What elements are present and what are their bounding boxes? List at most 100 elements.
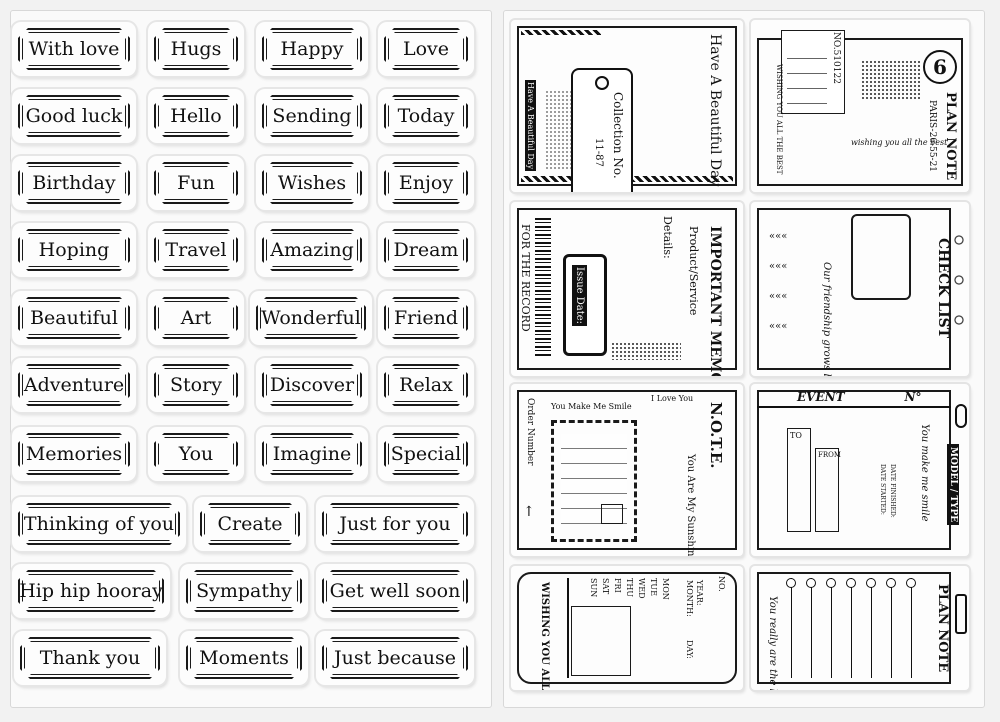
stamp-word[interactable]: Just because (316, 631, 474, 685)
stamp-word[interactable]: Hugs (148, 22, 244, 76)
weekday-label: SUN (589, 578, 598, 598)
stamp-word[interactable]: Beautiful (12, 291, 136, 345)
wishes-label: WISHING YOU ALL THE BEST (775, 64, 783, 175)
number-label: N° (904, 390, 922, 404)
stamp-word[interactable]: Hoping (12, 223, 136, 277)
event-label: EVENT (797, 390, 845, 404)
stamp-word[interactable]: Adventure (12, 358, 136, 412)
striped-border (521, 30, 601, 35)
number-label: NO.510122 (831, 32, 841, 84)
card-title: IMPORTANT MEMO (707, 226, 723, 376)
stamp-label: Good luck (25, 105, 123, 127)
stamp-word[interactable]: Dream (378, 223, 474, 277)
stamp-word[interactable]: Hello (148, 89, 244, 143)
stamp-label: Happy (280, 38, 344, 60)
card-title: PLAN NOTE (935, 584, 950, 673)
card-calendar-ticket[interactable]: WISHING YOU ALL THE BEST SUN SAT FRI THU… (511, 566, 743, 690)
card-plan-note-2[interactable]: You really are the best PLAN NOTE (751, 566, 969, 690)
badge-number: 6 (933, 55, 947, 79)
stamp-label: Thank you (39, 647, 141, 669)
weekday-label: FRI (613, 578, 622, 593)
stamp-label: Love (402, 38, 450, 60)
stamp-word[interactable]: Story (148, 358, 244, 412)
card-important-memo[interactable]: FOR THE RECORD Issue Date: Details: Prod… (511, 202, 743, 376)
number-badge-icon: 6 (923, 50, 957, 84)
stamp-word[interactable]: With love (12, 22, 136, 76)
tag-icon (571, 68, 633, 192)
stamp-label: Today (397, 105, 455, 127)
record-label: FOR THE RECORD (519, 224, 532, 332)
stamp-word[interactable]: Wishes (256, 156, 368, 210)
stamp-label: Adventure (23, 374, 125, 396)
stamp-word[interactable]: Sympathy (180, 564, 308, 618)
details-label: Details: (661, 216, 674, 259)
note-box (571, 606, 631, 676)
stamp-label: Hip hip hooray (19, 580, 163, 602)
stamp-word[interactable]: Create (194, 497, 306, 551)
stamp-word[interactable]: Thinking of you (12, 497, 186, 551)
card-event[interactable]: EVENT N° TO FROM DATE STARTED: DATE FINI… (751, 384, 969, 556)
from-box: FROM (815, 448, 842, 532)
stamp-label: Thinking of you (23, 513, 175, 535)
issue-date-label: Issue Date: (572, 265, 587, 327)
stamp-word[interactable]: Sending (256, 89, 368, 143)
card-note[interactable]: Order Number ↑ You Make Me Smile I Love … (511, 384, 743, 556)
stamp-label: Dream (393, 239, 459, 261)
stamp-word[interactable]: Enjoy (378, 156, 474, 210)
card-plan-note-1[interactable]: NO.510122 WISHING YOU ALL THE BEST 6 PLA… (751, 20, 969, 192)
stamp-word[interactable]: Art (148, 291, 244, 345)
stamp-word[interactable]: Today (378, 89, 474, 143)
script-text: Our friendship grows brighter each day (821, 262, 832, 376)
stamp-word[interactable]: Wonderful (250, 291, 372, 345)
stamp-word[interactable]: Happy (256, 22, 368, 76)
stamp-label: Fun (177, 172, 215, 194)
stamp-label: Create (217, 513, 283, 535)
stamp-word[interactable]: Good luck (12, 89, 136, 143)
stamp-label: Sending (272, 105, 352, 127)
side-label: Have A Beautiful Day (525, 80, 536, 172)
stamp-word[interactable]: Imagine (256, 427, 368, 481)
stamp-word[interactable]: Hip hip hooray (12, 564, 170, 618)
to-label: TO (790, 431, 802, 440)
script-text: wishing you all the best (851, 138, 948, 147)
stamp-word[interactable]: Discover (256, 358, 368, 412)
from-label: FROM (818, 451, 842, 459)
stamp-label: Friend (394, 307, 458, 329)
stamp-word[interactable]: Love (378, 22, 474, 76)
card-title: PLAN NOTE (943, 92, 958, 181)
stamp-label: Hugs (170, 38, 222, 60)
model-type-label: MODEL / TYPE (947, 444, 959, 526)
dot-pattern (611, 342, 681, 360)
card-title: N.O.T.E. (707, 402, 725, 469)
stamp-word[interactable]: Special (378, 427, 474, 481)
date-started-label: DATE STARTED: (879, 464, 886, 515)
dot-pattern (861, 60, 921, 100)
card-check-list[interactable]: «««««««««««« Our friendship grows bright… (751, 202, 969, 376)
stamp-label: Sympathy (196, 580, 292, 602)
stamp-word[interactable]: Thank you (14, 631, 166, 685)
photo-frame (851, 214, 911, 300)
ruled-lines (561, 434, 627, 524)
stamp-word[interactable]: You (148, 427, 244, 481)
stamp-word[interactable]: Just for you (316, 497, 474, 551)
stamp-word[interactable]: Moments (180, 631, 308, 685)
stamp-word[interactable]: Get well soon (316, 564, 474, 618)
stamp-label: Story (170, 374, 222, 396)
card-title: CHECK LIST (935, 238, 951, 339)
day-label: DAY: (685, 640, 694, 659)
checklist-columns (786, 578, 921, 678)
stamp-word[interactable]: Memories (12, 427, 136, 481)
script-text: You really are the best (767, 596, 778, 690)
card-title: Have A Beautiful Day (707, 34, 723, 187)
stamp-word[interactable]: Relax (378, 358, 474, 412)
stamp-label: Travel (165, 239, 227, 261)
card-beautiful-day[interactable]: Have A Beautiful Day Collection No. 11-8… (511, 20, 743, 192)
ticket-stub (535, 578, 569, 678)
stamp-word[interactable]: Birthday (12, 156, 136, 210)
tag-label: Collection No. (611, 92, 625, 179)
stamp-word[interactable]: Friend (378, 291, 474, 345)
stamp-word[interactable]: Travel (148, 223, 244, 277)
stamp-label: Imagine (272, 443, 352, 465)
stamp-word[interactable]: Amazing (256, 223, 368, 277)
stamp-word[interactable]: Fun (148, 156, 244, 210)
